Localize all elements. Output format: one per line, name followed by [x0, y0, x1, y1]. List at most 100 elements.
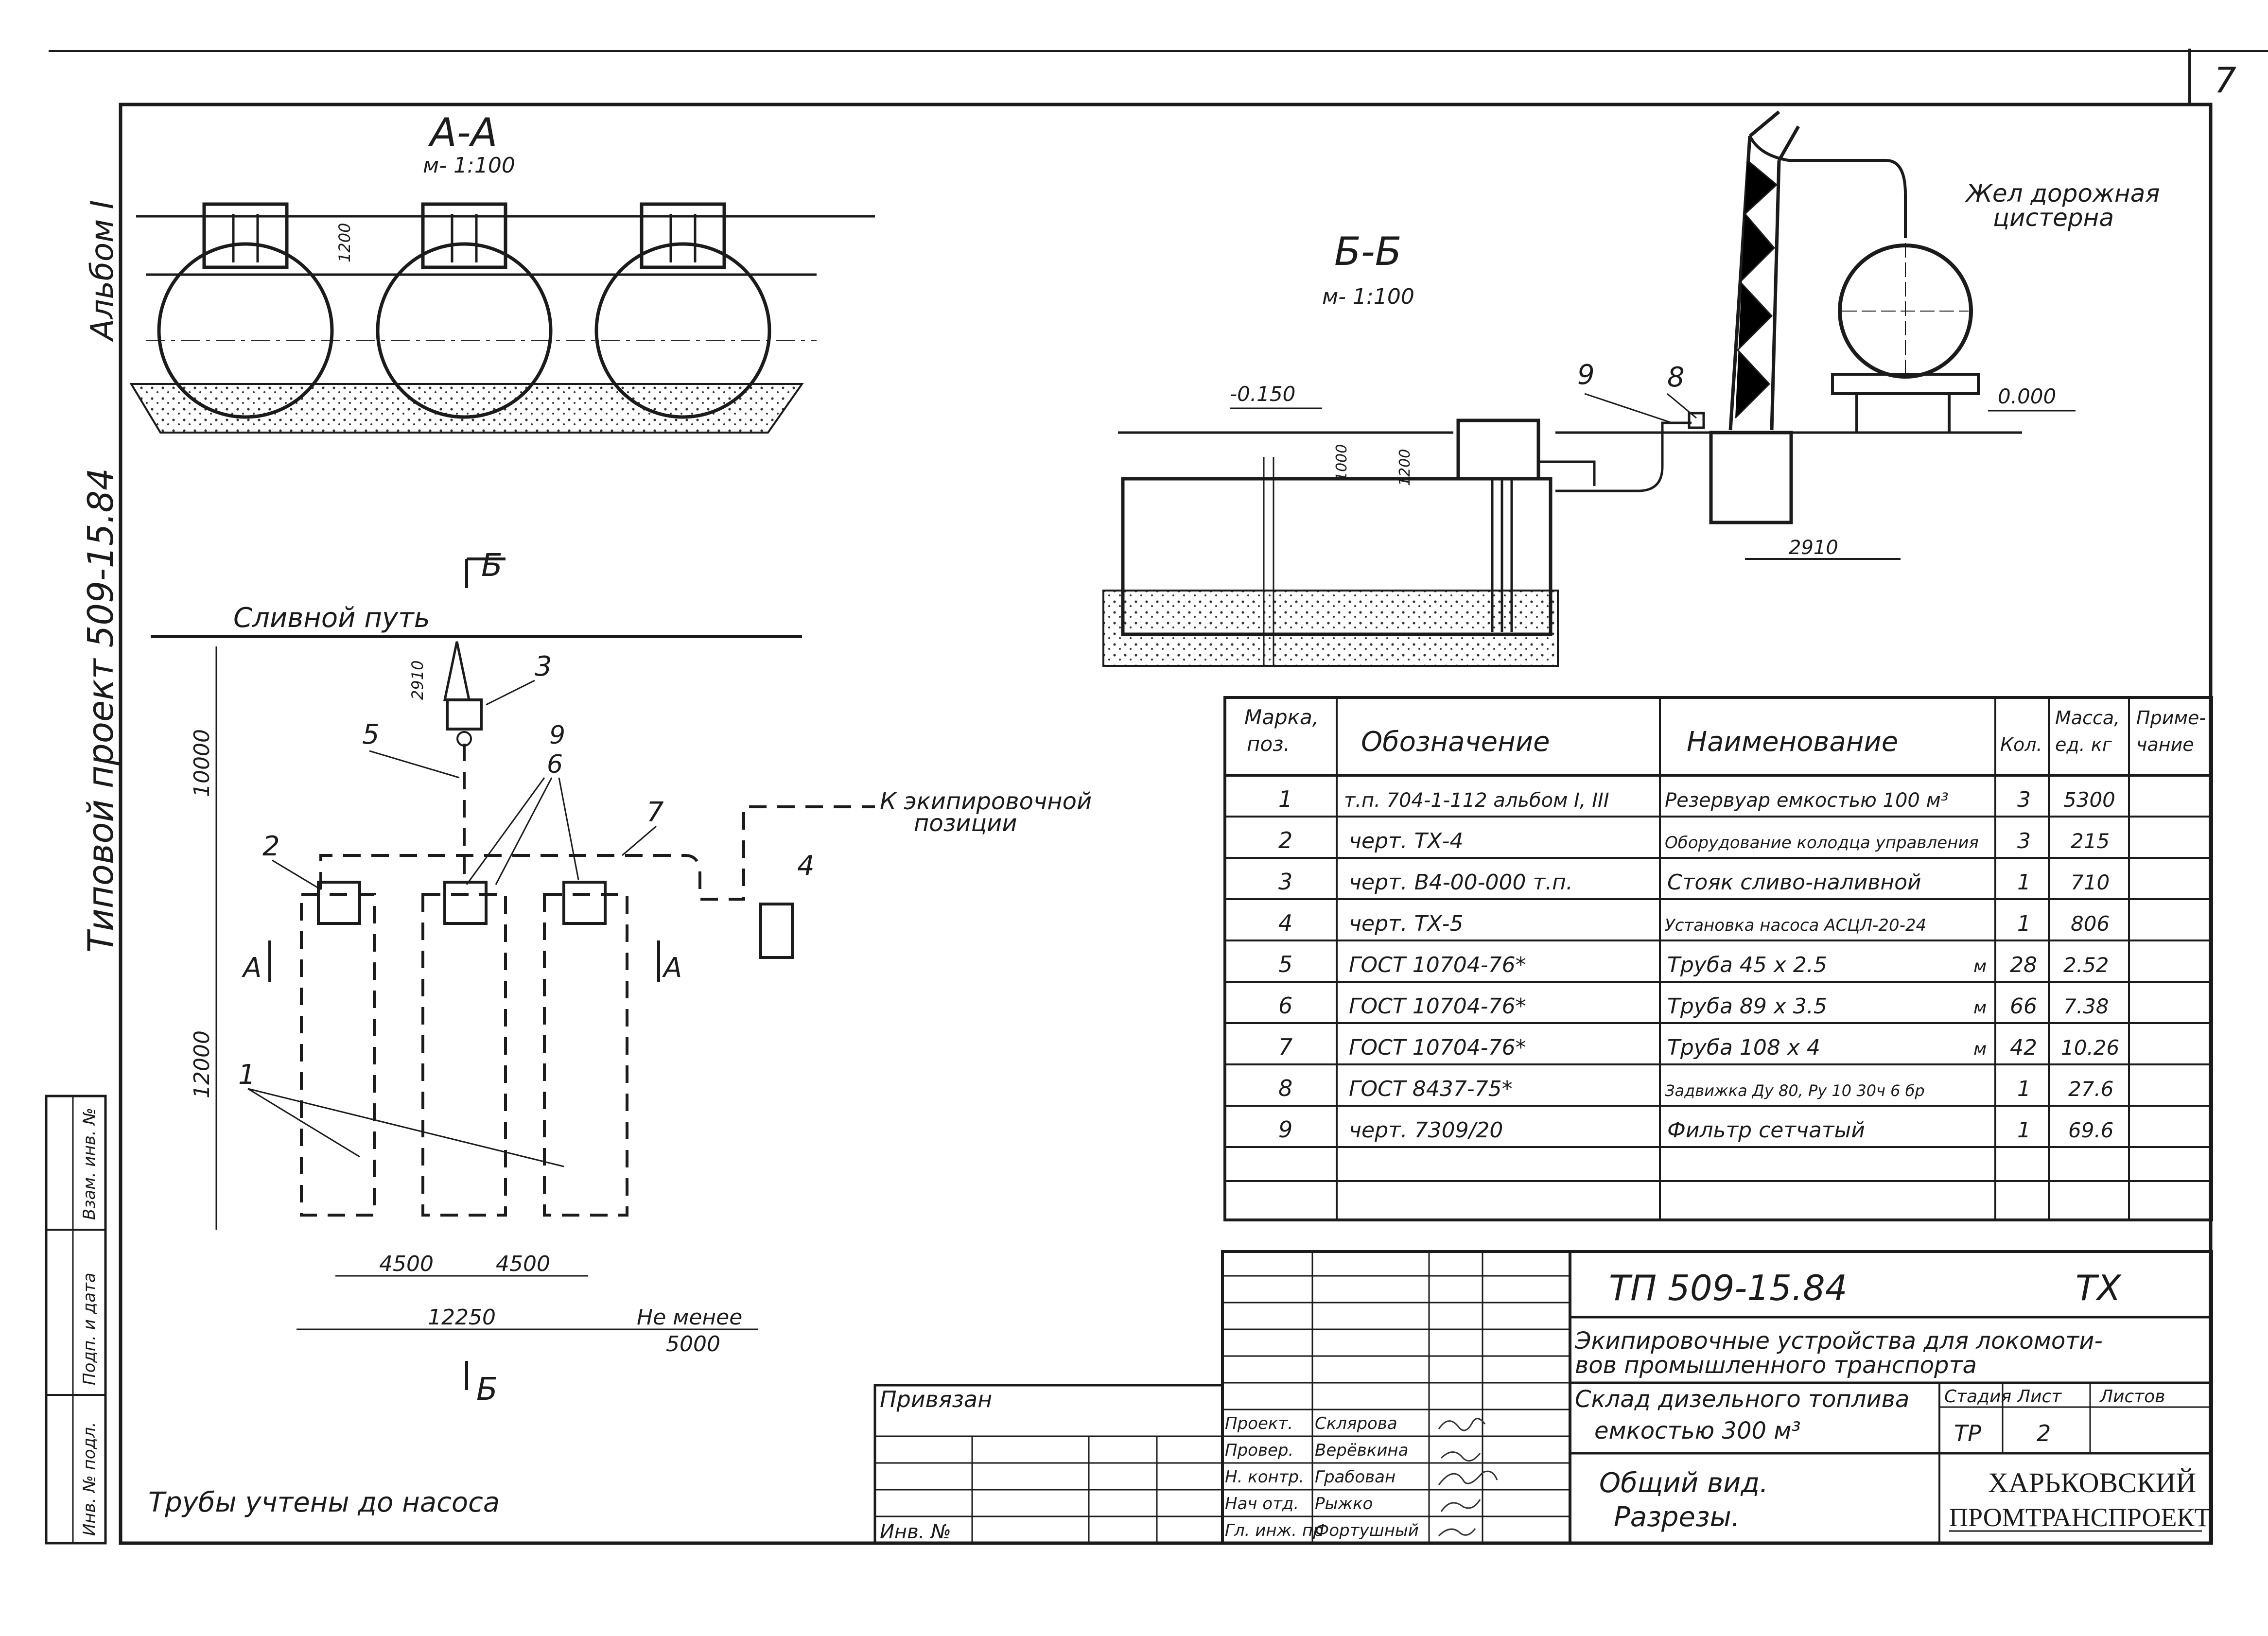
spec-header-qty: Кол. — [2000, 734, 2042, 755]
not-less-2: 5000 — [666, 1332, 720, 1357]
plan-view: Б Сливной путь 10000 12000 2910 3 5 9 6 … — [148, 548, 1092, 1518]
stamp-replace-inv: Взам. инв. № — [80, 1108, 99, 1220]
table-row: 5 ГОСТ 10704-76* Труба 45 x 2.5 м 28 2.5… — [1278, 951, 2109, 977]
callout-2: 2 — [262, 831, 280, 862]
sig-role-4: Нач отд. — [1225, 1494, 1299, 1514]
not-less-1: Не менее — [637, 1305, 742, 1330]
callout-7: 7 — [646, 797, 664, 828]
row-2-qty: 3 — [2017, 829, 2031, 853]
row-2-mass: 215 — [2071, 829, 2110, 853]
spec-header-pos-1: Марка, — [1244, 705, 1319, 729]
row-6-qty: 66 — [2010, 994, 2037, 1019]
section-mark-bottom: Б — [476, 1372, 498, 1408]
dim-4500-right: 4500 — [496, 1252, 550, 1276]
title-block: ТП 509-15.84 ТХ Экипировочные устройства… — [873, 1250, 2213, 1545]
tb-object-1: Склад дизельного топлива — [1575, 1386, 1909, 1413]
row-6-name: Труба 89 x 3.5 — [1667, 994, 1827, 1019]
dim-1000: 1000 — [1333, 444, 1350, 481]
row-8-pos: 8 — [1278, 1075, 1292, 1101]
row-7-designation: ГОСТ 10704-76* — [1349, 1035, 1526, 1060]
row-8-designation: ГОСТ 8437-75* — [1349, 1077, 1513, 1101]
table-row: 6 ГОСТ 10704-76* Труба 89 x 3.5 м 66 7.3… — [1278, 992, 2109, 1019]
row-1-designation: т.п. 704-1-112 альбом I, III — [1344, 789, 1609, 812]
sig-name-4: Рыжко — [1315, 1494, 1373, 1514]
tank-car-label-2: цистерна — [1993, 204, 2114, 232]
row-5-mass: 2.52 — [2063, 953, 2109, 977]
dim-1200: 1200 — [1396, 449, 1413, 486]
tb-sheets-header: Листов — [2099, 1387, 2165, 1407]
row-1-mass: 5300 — [2063, 788, 2115, 812]
sig-role-1: Проект. — [1225, 1414, 1293, 1433]
row-8-name: Задвижка Ду 80, Ру 10 30ч 6 бр — [1665, 1081, 1925, 1100]
row-7-qty: 42 — [2010, 1035, 2037, 1060]
row-5-qty: 28 — [2010, 953, 2037, 977]
table-row: 7 ГОСТ 10704-76* Труба 108 x 4 м 42 10.2… — [1278, 1034, 2119, 1060]
callout-5: 5 — [362, 719, 380, 750]
sig-name-3: Грабован — [1315, 1467, 1396, 1487]
row-7-mass: 10.26 — [2061, 1036, 2119, 1060]
row-7-name: Труба 108 x 4 — [1667, 1035, 1820, 1060]
row-5-unit: м — [1973, 957, 1987, 976]
signature-rows: Проект. Склярова Провер. Верёвкина Н. ко… — [1225, 1414, 1419, 1540]
level-right: 0.000 — [1998, 384, 2056, 408]
row-3-qty: 1 — [2017, 870, 2031, 895]
stamp-inv-original: Инв. № подл. — [80, 1422, 99, 1536]
tb-subject-1: Экипировочные устройства для локомоти- — [1574, 1327, 2103, 1355]
row-9-mass: 69.6 — [2068, 1118, 2114, 1142]
tb-subject-2: вов промышленного транспорта — [1575, 1352, 1977, 1379]
row-9-designation: черт. 7309/20 — [1349, 1118, 1503, 1143]
spec-header-designation: Обозначение — [1361, 726, 1550, 758]
table-row: 8 ГОСТ 8437-75* Задвижка Ду 80, Ру 10 30… — [1278, 1075, 2114, 1101]
section-aa-dim-1200: 1200 — [335, 223, 354, 262]
handwritten-signatures — [1438, 1418, 1498, 1537]
callout-3: 3 — [535, 651, 552, 682]
side-stamp: Взам. инв. № Подп. и дата Инв. № подл. — [45, 1095, 107, 1545]
callout-9-bb: 9 — [1577, 359, 1595, 391]
tb-drawing-title-2: Разрезы. — [1614, 1501, 1740, 1533]
tb-drawing-title-1: Общий вид. — [1599, 1467, 1768, 1499]
tb-org-1: ХАРЬКОВСКИЙ — [1988, 1467, 2196, 1498]
callout-9-plan: 9 — [549, 721, 565, 750]
stamp-sign-date: Подп. и дата — [80, 1272, 99, 1385]
sig-role-3: Н. контр. — [1225, 1467, 1304, 1487]
section-aa: А-А м- 1:100 1200 — [129, 110, 875, 434]
row-2-name: Оборудование колодца управления — [1665, 833, 1979, 853]
row-1-qty: 3 — [2017, 787, 2031, 812]
table-row: 1 т.п. 704-1-112 альбом I, III Резервуар… — [1278, 786, 2115, 812]
row-5-designation: ГОСТ 10704-76* — [1349, 953, 1526, 977]
row-3-designation: черт. В4-00-000 т.п. — [1349, 870, 1573, 895]
attached-label: Привязан — [880, 1386, 992, 1412]
row-6-pos: 6 — [1278, 992, 1292, 1019]
row-1-name: Резервуар емкостью 100 м³ — [1665, 789, 1949, 812]
row-3-name: Стояк сливо-наливной — [1667, 870, 1921, 895]
project-label: Типовой проект 509-15.84 — [80, 468, 121, 953]
dim-2910-plan: 2910 — [408, 661, 427, 700]
tb-object-2: емкостью 300 м³ — [1594, 1417, 1801, 1445]
dim-12250: 12250 — [428, 1305, 496, 1330]
spec-header-note-2: чание — [2136, 734, 2194, 755]
sheet-number: 7 — [2214, 60, 2236, 101]
spec-header-pos-2: поз. — [1247, 732, 1290, 756]
row-9-qty: 1 — [2017, 1118, 2031, 1143]
tb-sheet-header: Лист — [2016, 1387, 2062, 1407]
sig-name-2: Верёвкина — [1315, 1441, 1408, 1460]
bottom-note: Трубы учтены до насоса — [148, 1487, 500, 1518]
row-5-name: Труба 45 x 2.5 — [1667, 953, 1827, 977]
row-4-qty: 1 — [2017, 911, 2031, 936]
section-mark-a-left: А — [242, 952, 262, 984]
dim-2910-bb: 2910 — [1789, 537, 1838, 559]
section-aa-scale: м- 1:100 — [423, 153, 515, 178]
section-mark-top: Б — [481, 548, 503, 584]
table-row: 9 черт. 7309/20 Фильтр сетчатый 1 69.6 — [1278, 1116, 2114, 1143]
callout-6: 6 — [547, 750, 563, 779]
equipment-note-2: позиции — [914, 810, 1017, 837]
attached-block: Привязан Инв. № — [873, 1384, 1224, 1545]
spec-header-name: Наименование — [1687, 726, 1898, 758]
section-bb-title: Б-Б — [1334, 229, 1402, 274]
sig-role-2: Провер. — [1225, 1441, 1293, 1460]
row-9-name: Фильтр сетчатый — [1667, 1118, 1865, 1143]
row-5-pos: 5 — [1278, 951, 1292, 977]
tb-mark: ТХ — [2076, 1268, 2122, 1308]
tank-car-label-1: Жел дорожная — [1965, 179, 2160, 208]
